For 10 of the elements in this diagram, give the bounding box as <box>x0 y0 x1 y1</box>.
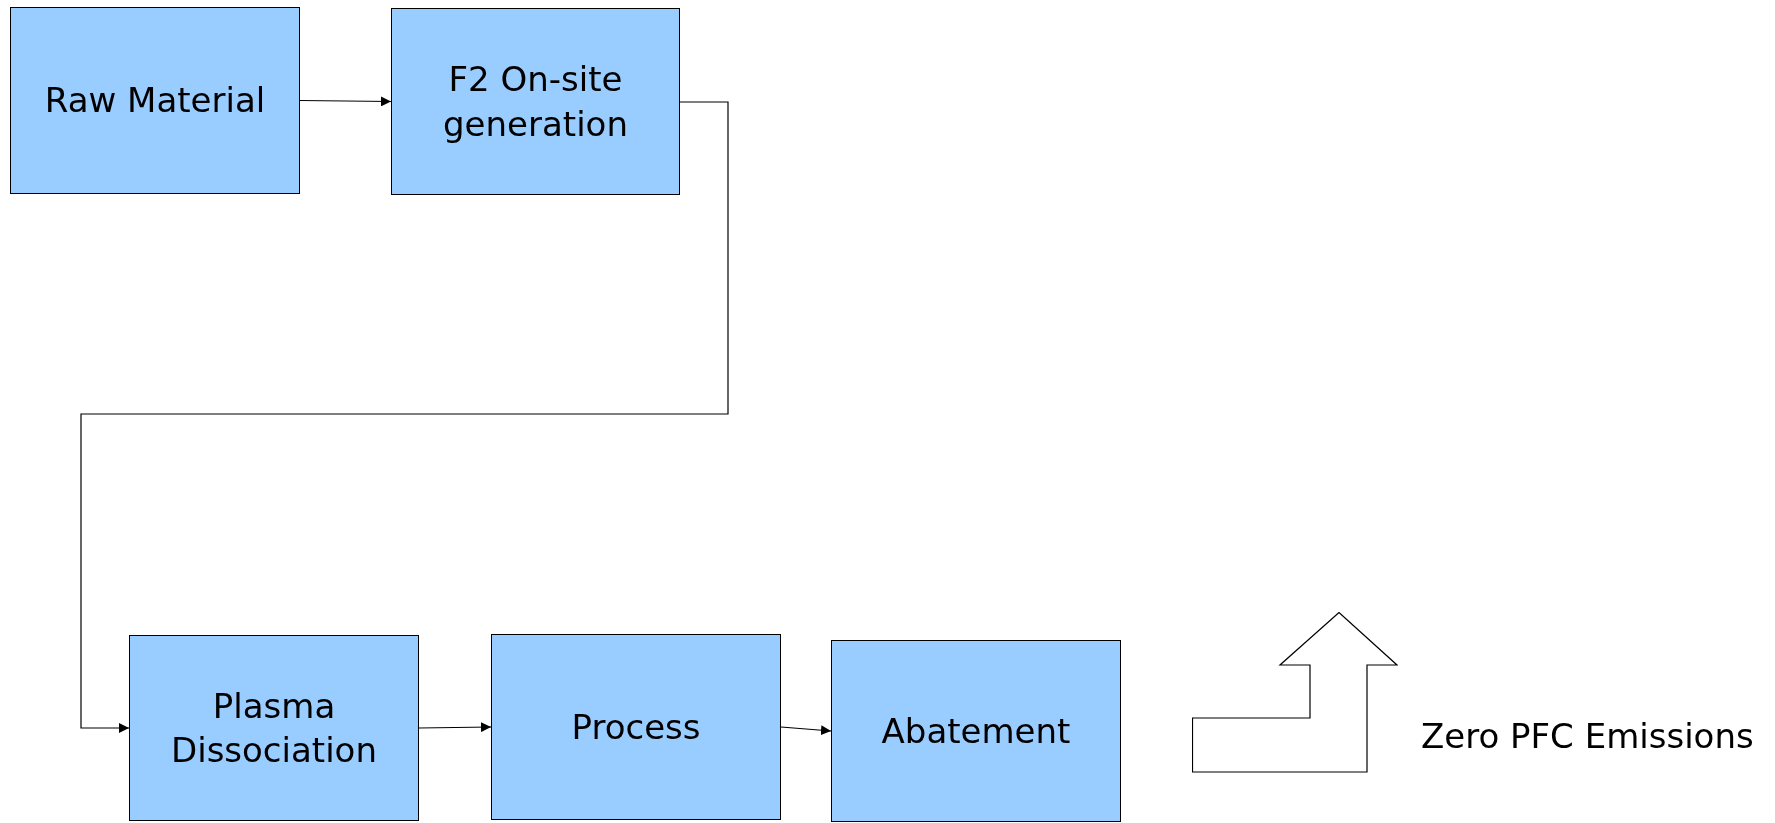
arrow <box>780 725 832 736</box>
caption-text: Zero PFC Emissions <box>1421 716 1754 756</box>
arrow <box>80 101 729 733</box>
process-box: F2 On-site generation <box>391 8 680 195</box>
arrow <box>299 96 392 107</box>
process-box: Abatement <box>831 640 1121 822</box>
process-box: Raw Material <box>10 7 300 194</box>
arrow <box>418 722 492 733</box>
process-box: Plasma Dissociation <box>129 635 419 821</box>
process-box: Process <box>491 634 781 820</box>
